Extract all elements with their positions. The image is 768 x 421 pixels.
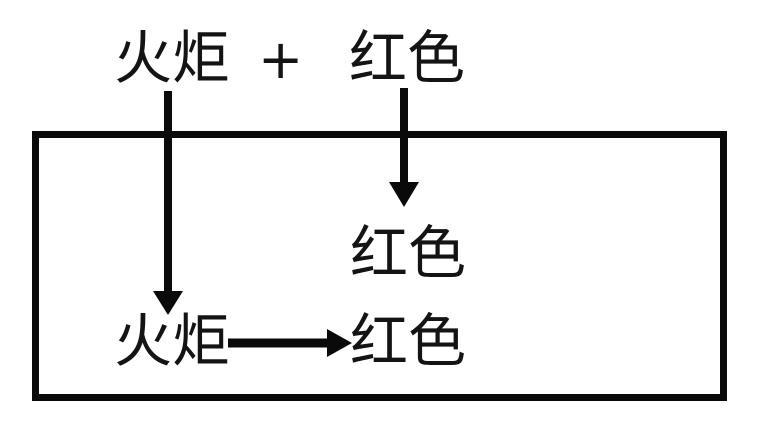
plus-operator-icon: + [258, 28, 304, 91]
middle-term-red: 红色 [350, 219, 467, 287]
top-term-red: 红色 [349, 24, 466, 92]
bottom-term-torch: 火炬 [114, 307, 231, 375]
bottom-term-red: 红色 [350, 307, 467, 375]
top-term-torch: 火炬 [114, 24, 231, 92]
outer-rectangle [32, 131, 727, 401]
